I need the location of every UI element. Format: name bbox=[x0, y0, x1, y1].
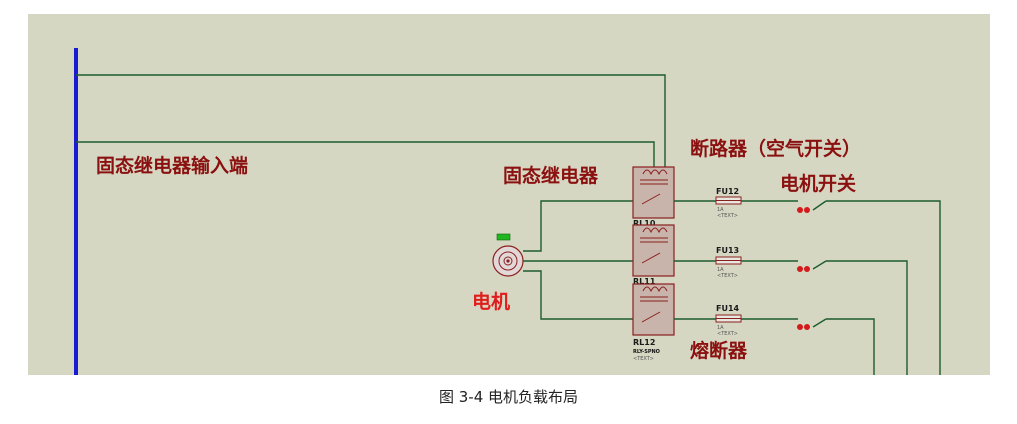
ssr-input-label: 固态继电器输入端 bbox=[96, 154, 248, 177]
relay-text-placeholder: <TEXT> bbox=[633, 356, 654, 362]
relay-contact-icon bbox=[641, 193, 661, 205]
fuse-text-placeholder: <TEXT> bbox=[717, 213, 738, 219]
relay-body bbox=[632, 224, 675, 277]
relay-body bbox=[632, 166, 675, 219]
relay-rl11: RL11 bbox=[632, 224, 675, 286]
motor-wire-1 bbox=[523, 200, 633, 252]
fuse-text-placeholder: <TEXT> bbox=[717, 331, 738, 337]
fuse-text-placeholder: <TEXT> bbox=[717, 273, 738, 279]
figure-caption: 图 3-4 电机负载布局 bbox=[438, 388, 579, 406]
motor-switch-1 bbox=[797, 200, 827, 213]
fuse-value-label: 1A bbox=[717, 207, 724, 213]
output-wire-2 bbox=[826, 260, 908, 375]
fuse-label: 熔断器 bbox=[690, 339, 748, 362]
switch-lever-icon bbox=[812, 318, 827, 328]
relay-coil-icon bbox=[642, 227, 668, 234]
relay-coil-icon bbox=[642, 286, 668, 293]
fuse-ref-label: FU13 bbox=[716, 246, 739, 255]
motor-label: 电机 bbox=[472, 290, 510, 313]
relay-rl10: RL10 bbox=[632, 166, 675, 228]
relay-body bbox=[632, 283, 675, 336]
relay-type-label: RLY-SPNO bbox=[633, 349, 660, 355]
relay-ref-label: RL10 bbox=[633, 219, 656, 228]
breaker-label: 断路器（空气开关） bbox=[690, 137, 861, 160]
fuse-fu13: FU13 1A <TEXT> bbox=[715, 246, 742, 279]
output-wire-1 bbox=[826, 200, 941, 375]
control-wire-1 bbox=[76, 74, 666, 174]
relay-coil-icon bbox=[642, 169, 668, 176]
switch-lever-icon bbox=[812, 260, 827, 270]
motor-switch-label: 电机开关 bbox=[780, 172, 856, 195]
fuse-fu14: FU14 1A <TEXT> bbox=[715, 304, 742, 337]
fuse-ref-label: FU12 bbox=[716, 187, 739, 196]
fuse-value-label: 1A bbox=[717, 267, 724, 273]
relay-rl12: RL12 RLY-SPNO <TEXT> bbox=[632, 283, 675, 362]
schematic-canvas: RL10 RL11 RL12 RLY-SPNO <TEXT> FU12 bbox=[28, 14, 990, 375]
fuse-value-label: 1A bbox=[717, 325, 724, 331]
fuse-fu12: FU12 1A <TEXT> bbox=[715, 187, 742, 219]
ssr-label: 固态继电器 bbox=[503, 164, 599, 187]
motor-wire-3 bbox=[523, 270, 633, 320]
switch-lever-icon bbox=[812, 200, 827, 211]
control-wire-2 bbox=[76, 141, 655, 174]
relay-contact-icon bbox=[641, 252, 661, 264]
relay-ref-label: RL12 bbox=[633, 338, 655, 347]
output-wire-3 bbox=[826, 318, 875, 375]
motor-status-indicator bbox=[496, 233, 511, 241]
motor-component bbox=[492, 233, 524, 277]
fuse-ref-label: FU14 bbox=[716, 304, 740, 313]
relay-contact-icon bbox=[641, 311, 661, 323]
motor-switch-3 bbox=[797, 318, 827, 330]
relay-ref-label: RL11 bbox=[633, 277, 656, 286]
motor-switch-2 bbox=[797, 260, 827, 272]
